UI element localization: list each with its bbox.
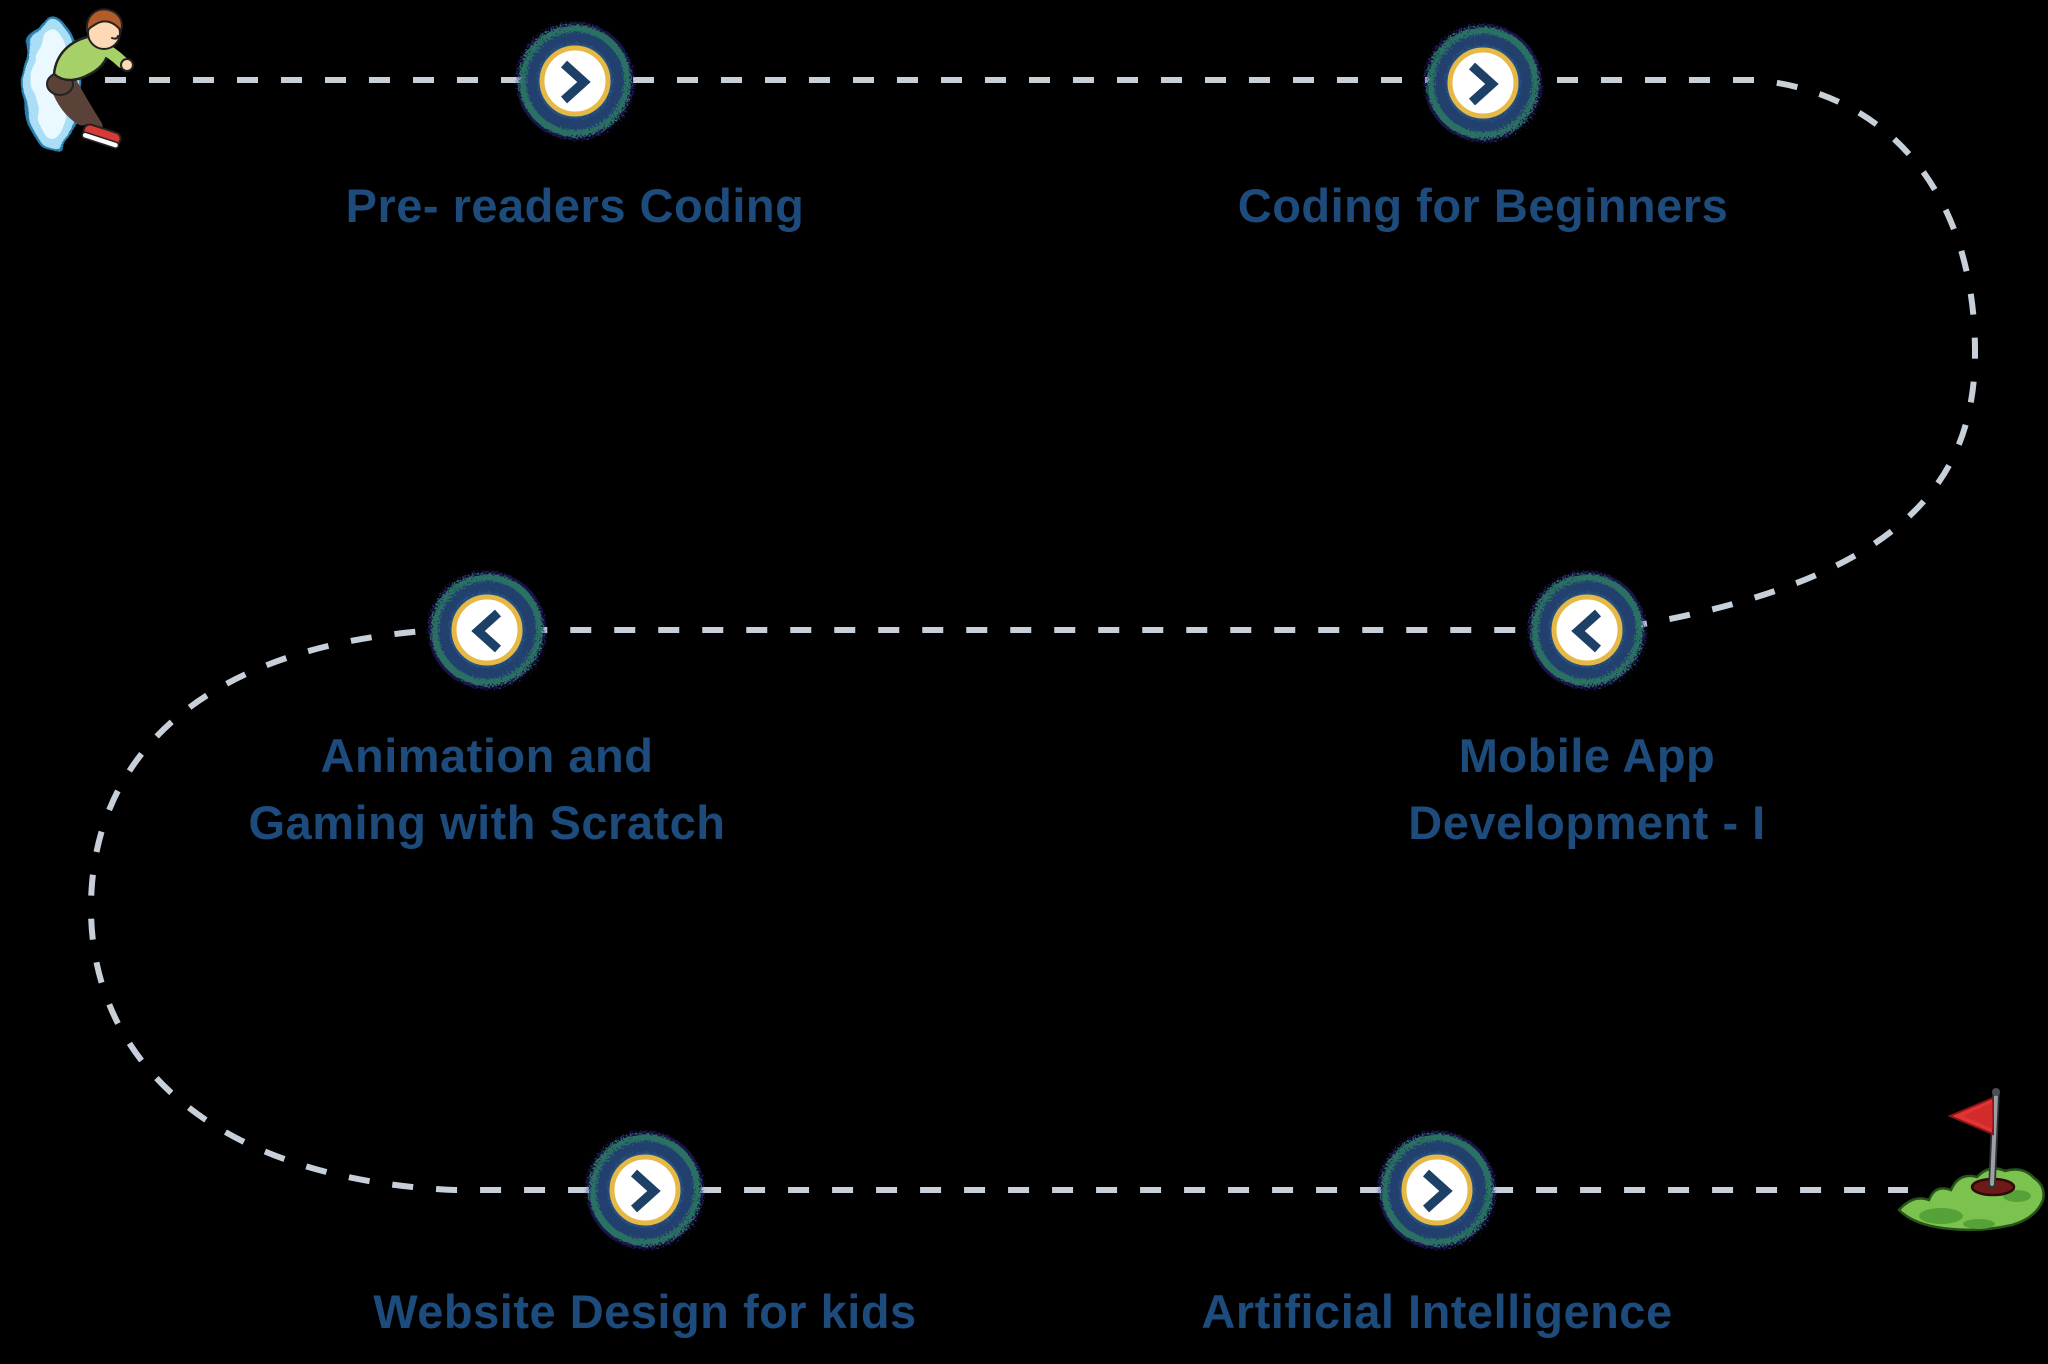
node-badge-website-design-for-kids[interactable] (570, 1115, 720, 1265)
label-line: Website Design for kids (373, 1285, 917, 1338)
node-label-pre-readers-coding: Pre- readers Coding (145, 178, 1005, 234)
label-line: Pre- readers Coding (345, 179, 805, 232)
label-line: Coding for Beginners (1237, 179, 1729, 232)
node-label-coding-for-beginners: Coding for Beginners (1053, 178, 1913, 234)
node-label-animation-gaming-scratch: Animation and Gaming with Scratch (57, 722, 917, 856)
kid-through-portal-illustration (23, 8, 134, 152)
chevron-right-icon (1468, 62, 1499, 106)
node-badge-artificial-intelligence[interactable] (1362, 1115, 1512, 1265)
chevron-left-icon (1571, 609, 1602, 653)
chevron-right-icon (560, 60, 591, 104)
chevron-right-icon (630, 1169, 661, 1213)
node-badge-animation-gaming-scratch[interactable] (412, 555, 562, 705)
node-badge-pre-readers-coding[interactable] (500, 6, 650, 156)
node-badge-mobile-app-development[interactable] (1512, 555, 1662, 705)
node-badge-coding-for-beginners[interactable] (1408, 8, 1558, 158)
node-label-artificial-intelligence: Artificial Intelligence (1007, 1284, 1867, 1340)
label-line: Gaming with Scratch (248, 796, 726, 849)
label-line: Artificial Intelligence (1201, 1285, 1673, 1338)
chevron-left-icon (471, 609, 502, 653)
node-label-website-design-for-kids: Website Design for kids (215, 1284, 1075, 1340)
node-label-mobile-app-development: Mobile App Development - I (1157, 722, 2017, 856)
label-line: Mobile App (1458, 729, 1716, 782)
golf-green-flag-illustration (1897, 1088, 2045, 1232)
label-line: Development - I (1408, 796, 1766, 849)
chevron-right-icon (1422, 1169, 1453, 1213)
label-line: Animation and (320, 729, 654, 782)
